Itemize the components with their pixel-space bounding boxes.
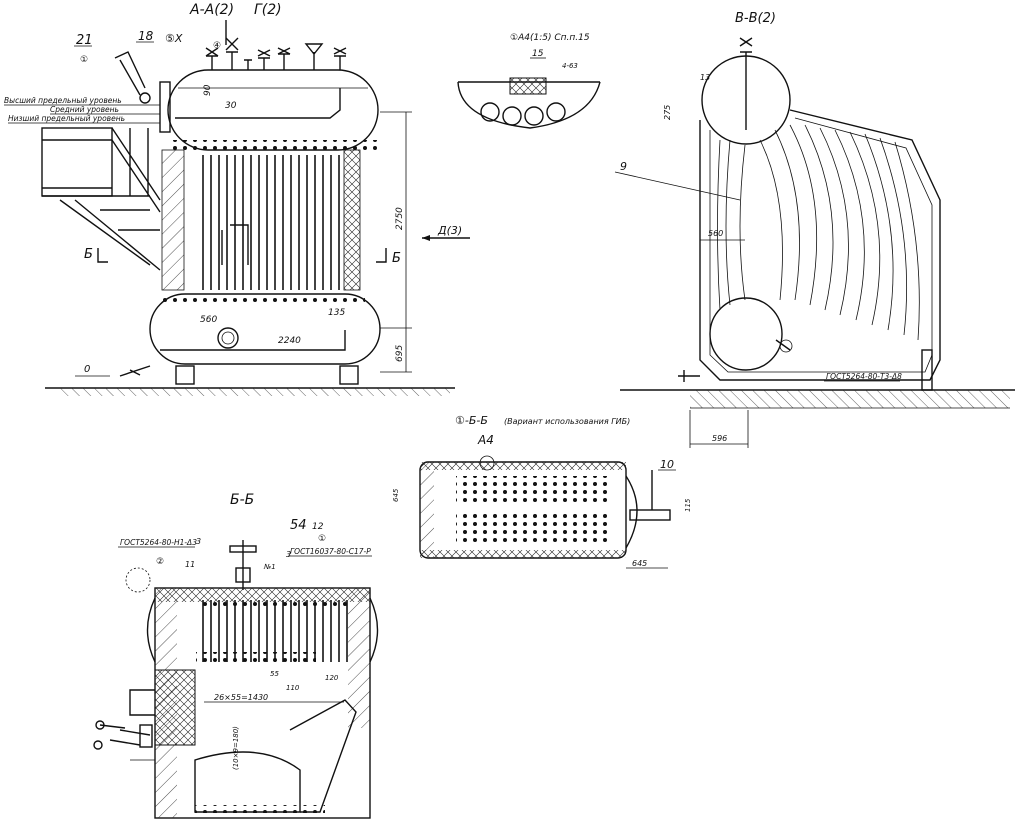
bb-variant-tubes-upper: [456, 476, 608, 506]
dim-135: 135: [328, 308, 345, 318]
support-left: [175, 365, 195, 385]
ground-hatch-aa: [60, 388, 450, 396]
dim-30: 30: [225, 101, 237, 111]
callout-1-left: ①: [80, 55, 88, 65]
bb-burner-fittings: [93, 689, 155, 761]
dim-26x55: 26×55=1430: [214, 693, 268, 702]
dim-560-vv: 560: [708, 229, 723, 238]
bb-top-insulation: [155, 588, 370, 602]
level-lower-label: Низший предельный уровень: [8, 114, 125, 123]
lower-drum-pipe: [160, 330, 346, 351]
dim-275: 275: [663, 105, 672, 120]
dim-110: 110: [286, 684, 300, 692]
left-brickwork: [162, 150, 184, 290]
callout-4: ④: [213, 41, 221, 51]
blowdown-valve: [119, 365, 151, 377]
bb-tube-bank: [200, 600, 350, 662]
callout-3-a: 3: [196, 537, 201, 546]
level-zero-label: 0: [84, 364, 90, 375]
upper-drum-tube-row: [168, 140, 378, 152]
callout-9: 9: [620, 160, 627, 173]
dim-2750: 2750: [395, 207, 405, 230]
section-mark-b-left: Б: [84, 247, 93, 262]
callout-13: 13: [700, 73, 710, 82]
bb-furnace-left-block: [154, 669, 196, 746]
callout-54: 54: [290, 518, 307, 533]
section-bb-title: Б-Б: [230, 492, 254, 508]
support-right: [339, 365, 359, 385]
callout-11: 11: [185, 560, 195, 569]
dim-2240: 2240: [278, 336, 301, 346]
upper-drum: [167, 69, 379, 151]
vv-lower-drum: [709, 297, 783, 371]
vv-tube-bundle: [717, 124, 920, 341]
bb-right-brickwork: [348, 588, 370, 728]
upper-drum-pipe: [175, 88, 341, 119]
section-bb-variant-note: (Вариант использования ГИБ): [504, 417, 630, 426]
gost-bb-2: ГОСТ16037-80-С17-Р: [290, 547, 371, 556]
dim-120: 120: [325, 674, 339, 682]
callout-5x: ⑤Х: [165, 32, 183, 45]
dim-695: 695: [395, 345, 405, 362]
gost-bb-1: ГОСТ5264-80-Н1-Δ3: [120, 538, 197, 547]
top-valves: [205, 20, 347, 70]
section-aa-title: А-А(2): [189, 2, 234, 18]
service-platform: [41, 127, 161, 271]
callout-15: 15: [532, 49, 544, 59]
section-bb-view: Б-Б 54 12 ① ГОСТ5264-80-Н1-Δ3 3 3 №1 ГОС…: [93, 492, 379, 819]
dim-596: 596: [712, 434, 727, 443]
section-bb-variant-view: ①-Б-Б (Вариант использования ГИБ) А4 10 …: [392, 414, 692, 569]
dim-560-aa: 560: [200, 315, 217, 325]
callout-12: 12: [312, 522, 324, 532]
detail-a4-title: ①А4(1:5) Сп.п.15: [510, 33, 590, 43]
detail-a4-weld: [509, 77, 547, 95]
lower-drum-tube-row: [160, 294, 365, 304]
internal-baffle: [221, 224, 249, 265]
dim-10x9: (10×9=180): [232, 726, 240, 770]
callout-a4: А4: [477, 433, 494, 447]
lower-drum: [149, 293, 381, 365]
callout-3-b: 3: [286, 550, 291, 559]
callout-21: 21: [76, 33, 93, 48]
view-d-label: Д(3): [437, 224, 462, 237]
callout-10: 10: [660, 458, 674, 471]
dim-645-left: 645: [392, 488, 400, 502]
detail-a4-view: ①А4(1:5) Сп.п.15 15 4-63: [457, 33, 601, 129]
callout-4-63: 4-63: [562, 62, 578, 70]
gost-vv: ГОСТ5264-80-Т3-Δ8: [826, 372, 902, 381]
right-brickwork: [344, 150, 360, 290]
section-vv-view: В-В(2) 13 275 9: [614, 11, 1015, 448]
section-bb-variant-title: ①-Б-Б: [455, 414, 488, 427]
callout-2: ②: [156, 557, 164, 567]
dim-115: 115: [684, 498, 692, 512]
section-mark-b-right: Б: [392, 251, 401, 266]
bb-grate: [194, 751, 301, 813]
level-upper-label: Высший предельный уровень: [4, 96, 122, 105]
lower-drum-manhole: [217, 327, 239, 349]
callout-18: 18: [138, 29, 154, 43]
section-vv-title: В-В(2): [735, 11, 776, 26]
vv-casing: [699, 109, 941, 381]
view-g-title: Г(2): [254, 2, 282, 18]
boiler-tube-bank: [200, 155, 344, 290]
callout-circle-1: ①: [318, 534, 326, 544]
bb-variant-tubes-lower: [456, 514, 608, 544]
section-aa-view: А-А(2) Г(2) 0 30 90 ④ ⑤Х 18 21: [4, 2, 470, 396]
callout-n1: №1: [263, 563, 276, 571]
dim-55: 55: [270, 670, 279, 678]
dim-645-bottom: 645: [632, 559, 647, 568]
dim-90: 90: [203, 84, 213, 96]
level-gauge-arm: [114, 51, 146, 96]
level-middle-label: Средний уровень: [50, 105, 119, 114]
water-level-gauge: [159, 81, 171, 133]
bb-variant-burner: [629, 509, 671, 521]
vv-support: [921, 349, 933, 391]
